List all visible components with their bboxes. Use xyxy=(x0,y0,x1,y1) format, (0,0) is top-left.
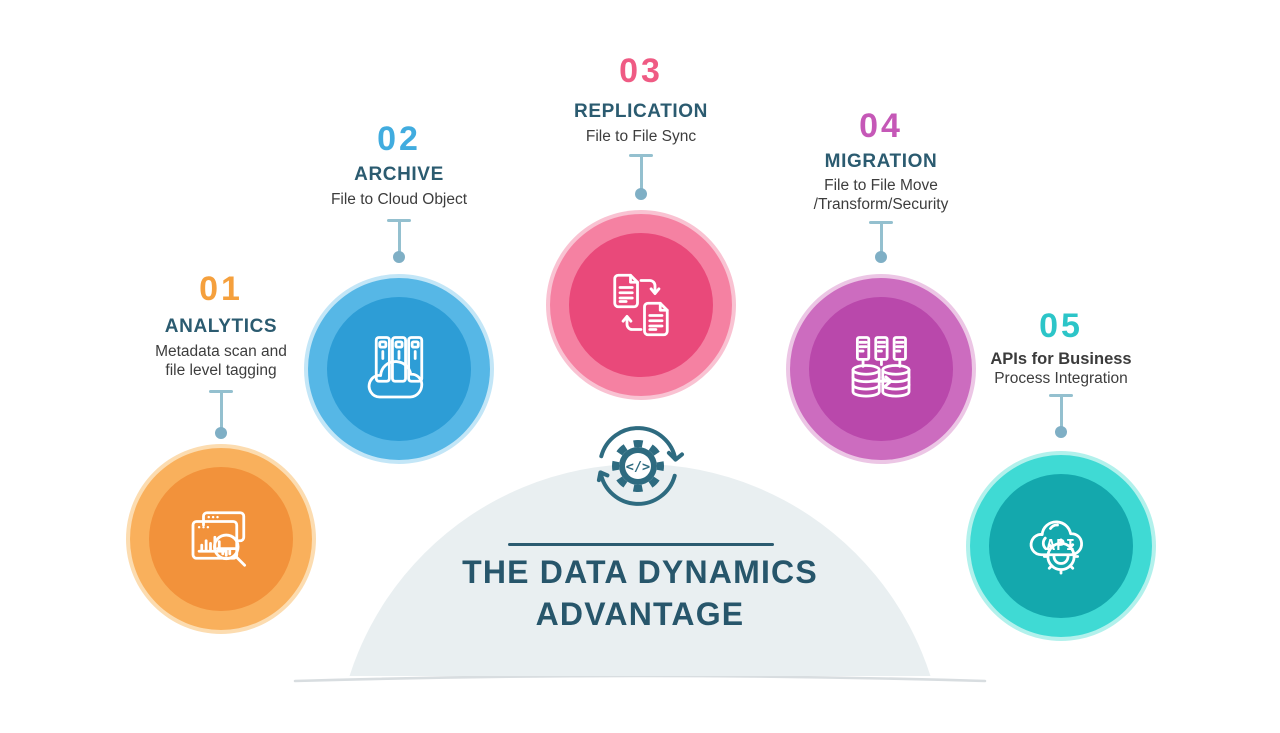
step-number: 04 xyxy=(859,107,903,145)
dome-background xyxy=(335,464,945,676)
step-number: 01 xyxy=(199,270,243,308)
step-circle-core xyxy=(149,467,293,611)
step-number: 03 xyxy=(619,52,663,90)
step-description-line1: File to Cloud Object xyxy=(330,191,468,208)
step-title: ARCHIVE xyxy=(354,164,444,185)
step-number: 02 xyxy=(377,120,421,158)
step-description-line2: /Transform/Security xyxy=(813,196,949,213)
connector-line xyxy=(639,154,643,191)
cloud-api-gear-icon: API xyxy=(1019,504,1103,588)
step-circle-core xyxy=(327,297,471,441)
file-sync-icon xyxy=(599,263,683,347)
step-circle-core xyxy=(989,474,1133,618)
connector-dot xyxy=(635,188,647,200)
step-circle xyxy=(126,444,316,634)
step-description-line1: File to File Sync xyxy=(585,128,697,145)
connector-line xyxy=(397,219,401,255)
step-description: File to File Sync xyxy=(511,127,771,146)
step-title: ANALYTICS xyxy=(164,316,278,337)
step-description-line1: File to File Move xyxy=(824,177,938,194)
step-circle: API xyxy=(966,451,1156,641)
main-title: THE DATA DYNAMICS ADVANTAGE xyxy=(400,551,880,635)
connector-dot xyxy=(215,427,227,439)
ground-line xyxy=(293,674,987,683)
step-description: File to Cloud Object xyxy=(269,190,529,209)
step-title: MIGRATION xyxy=(824,151,938,172)
step-description: Metadata scan and file level tagging xyxy=(91,342,351,380)
step-description-line1: Metadata scan and xyxy=(155,343,287,360)
step-description-line2: file level tagging xyxy=(165,362,277,379)
step-circle-core xyxy=(569,233,713,377)
step-description: Process Integration xyxy=(931,369,1191,388)
cloud-archive-icon xyxy=(357,327,441,411)
connector-line xyxy=(879,221,883,255)
connector-line xyxy=(1059,394,1063,430)
code-gear-cycle-icon: </> xyxy=(586,411,690,515)
divider-line xyxy=(508,543,774,546)
step-title: REPLICATION xyxy=(574,101,708,122)
step-description-line1: Process Integration xyxy=(994,370,1128,387)
step-circle-core xyxy=(809,297,953,441)
connector-line xyxy=(219,390,223,430)
main-title-line1: THE DATA DYNAMICS xyxy=(462,554,818,590)
connector-dot xyxy=(393,251,405,263)
step-title: APIs for Business xyxy=(990,350,1132,368)
step-circle xyxy=(786,274,976,464)
connector-dot xyxy=(1055,426,1067,438)
step-circle xyxy=(546,210,736,400)
step-number: 05 xyxy=(1039,307,1083,345)
svg-text:API: API xyxy=(1046,536,1075,554)
svg-text:</>: </> xyxy=(626,459,650,475)
analytics-scan-icon xyxy=(179,497,263,581)
step-description: File to File Move /Transform/Security xyxy=(751,176,1011,214)
connector-dot xyxy=(875,251,887,263)
database-migration-icon xyxy=(839,327,923,411)
step-circle xyxy=(304,274,494,464)
main-title-line2: ADVANTAGE xyxy=(535,596,745,632)
